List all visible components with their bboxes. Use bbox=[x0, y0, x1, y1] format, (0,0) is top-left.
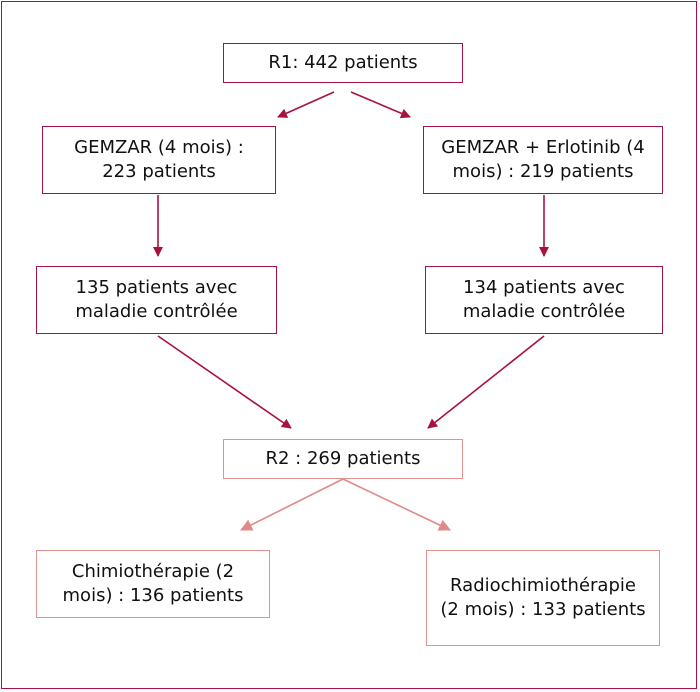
arrow-r2-to-radiochimio bbox=[342, 478, 451, 531]
arrow-r2-to-chimio bbox=[240, 478, 344, 531]
controlled-right-label: 134 patients avec maladie contrôlée bbox=[462, 277, 626, 322]
radiochimio-label: Radiochimiothérapie (2 mois) : 133 patie… bbox=[440, 575, 646, 620]
gemzar-erlotinib-label: GEMZAR + Erlotinib (4 mois) : 219 patien… bbox=[441, 137, 645, 182]
controlled-left-box: 135 patients avec maladie contrôlée bbox=[36, 266, 277, 334]
arrow-r1-to-gemzar-erlotinib bbox=[350, 91, 411, 119]
r1-box: R1: 442 patients bbox=[223, 43, 463, 83]
arrow-controlled-left-to-r2 bbox=[157, 335, 292, 429]
gemzar-box: GEMZAR (4 mois) : 223 patients bbox=[42, 126, 276, 194]
gemzar-label: GEMZAR (4 mois) : 223 patients bbox=[74, 137, 244, 182]
arrow-controlled-right-to-r2 bbox=[427, 335, 545, 429]
r1-label: R1: 442 patients bbox=[268, 52, 418, 73]
r2-box: R2 : 269 patients bbox=[223, 439, 463, 479]
gemzar-erlotinib-box: GEMZAR + Erlotinib (4 mois) : 219 patien… bbox=[423, 126, 663, 194]
controlled-left-label: 135 patients avec maladie contrôlée bbox=[75, 277, 238, 322]
arrow-r1-to-gemzar bbox=[277, 91, 335, 118]
chimio-label: Chimiothérapie (2 mois) : 136 patients bbox=[62, 561, 244, 606]
radiochimio-box: Radiochimiothérapie (2 mois) : 133 patie… bbox=[426, 550, 660, 646]
controlled-right-box: 134 patients avec maladie contrôlée bbox=[425, 266, 663, 334]
r2-label: R2 : 269 patients bbox=[265, 448, 421, 469]
chimio-box: Chimiothérapie (2 mois) : 136 patients bbox=[36, 550, 270, 618]
